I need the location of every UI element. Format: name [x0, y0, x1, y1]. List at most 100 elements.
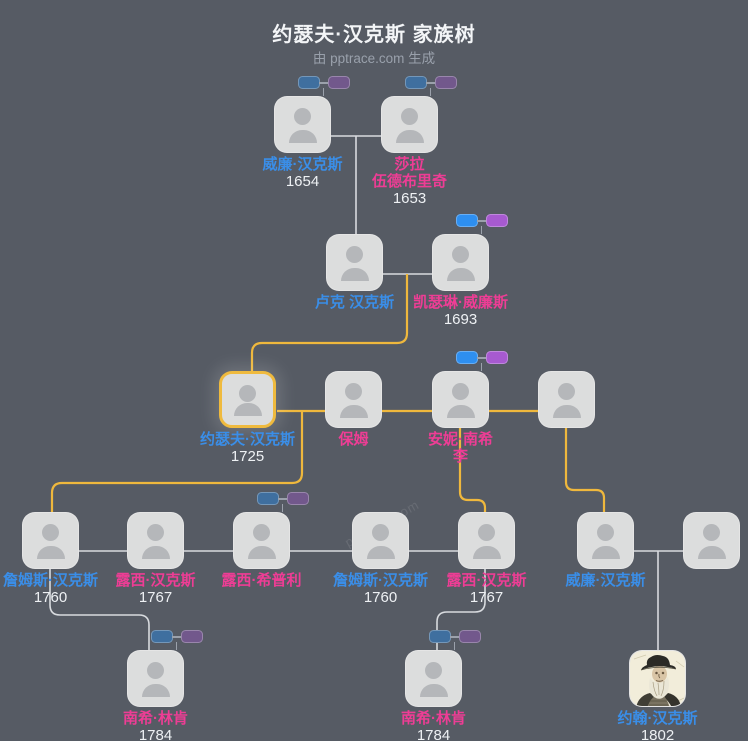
mother-pill-icon[interactable]	[486, 351, 508, 364]
person-box[interactable]	[233, 512, 290, 569]
father-pill-icon[interactable]	[456, 214, 478, 227]
person-silhouette-icon	[288, 130, 317, 143]
parents-indicator[interactable]	[298, 76, 350, 96]
person-silhouette-icon	[294, 108, 311, 125]
pill-drop-line	[281, 504, 284, 512]
father-pill-icon[interactable]	[151, 630, 173, 643]
parents-indicator[interactable]	[456, 214, 508, 234]
page-title: 约瑟夫·汉克斯 家族树	[272, 24, 476, 46]
mother-pill-icon[interactable]	[328, 76, 350, 89]
person-name: 露西·汉克斯	[115, 572, 196, 589]
person-label: 威廉·汉克斯	[526, 572, 686, 589]
person-silhouette-icon	[346, 246, 363, 263]
person-name: 保姆	[338, 431, 369, 448]
person-label: 安妮·南希李	[381, 431, 541, 465]
person-silhouette-icon	[425, 662, 442, 679]
person-birth-year: 1767	[138, 589, 173, 606]
mother-pill-icon[interactable]	[181, 630, 203, 643]
person-silhouette-icon	[372, 524, 389, 541]
pill-link-line	[319, 82, 329, 84]
pill-drop-line	[322, 88, 325, 96]
person-box[interactable]	[127, 512, 184, 569]
connector-line	[564, 428, 606, 512]
person-silhouette-icon	[42, 524, 59, 541]
person-name: 卢克 汉克斯	[314, 294, 395, 311]
father-pill-icon[interactable]	[298, 76, 320, 89]
person-silhouette-icon	[478, 524, 495, 541]
connector-line	[49, 569, 150, 650]
person-silhouette-icon	[339, 405, 368, 418]
connector-line	[436, 569, 486, 650]
pill-drop-line	[429, 88, 432, 96]
person-box[interactable]	[577, 512, 634, 569]
person-silhouette-icon	[697, 546, 726, 559]
person-box[interactable]	[458, 512, 515, 569]
father-pill-icon[interactable]	[429, 630, 451, 643]
person-silhouette-icon	[452, 246, 469, 263]
person-silhouette-icon	[472, 546, 501, 559]
person-name: 露西·希普利	[221, 572, 302, 589]
person-name: 约瑟夫·汉克斯	[200, 431, 295, 448]
parents-indicator[interactable]	[429, 630, 481, 650]
person-birth-year: 1767	[469, 589, 504, 606]
person-silhouette-icon	[401, 108, 418, 125]
person-name-line2: 李	[452, 448, 468, 465]
person-box[interactable]	[326, 234, 383, 291]
mother-pill-icon[interactable]	[486, 214, 508, 227]
person-name: 威廉·汉克斯	[262, 156, 343, 173]
person-box[interactable]	[127, 650, 184, 707]
person-silhouette-icon	[366, 546, 395, 559]
person-box[interactable]	[325, 371, 382, 428]
person-silhouette-icon	[345, 383, 362, 400]
person-silhouette-icon	[247, 546, 276, 559]
person-box[interactable]	[432, 371, 489, 428]
person-box[interactable]	[629, 650, 686, 707]
parents-indicator[interactable]	[257, 492, 309, 512]
person-box-highlighted[interactable]	[219, 371, 276, 428]
person-birth-year: 1693	[443, 311, 478, 328]
pill-link-line	[477, 357, 487, 359]
person-box[interactable]	[381, 96, 438, 153]
pill-link-line	[278, 498, 288, 500]
parents-indicator[interactable]	[456, 351, 508, 371]
person-name: 詹姆斯·汉克斯	[333, 572, 428, 589]
pill-drop-line	[480, 363, 483, 371]
person-silhouette-icon	[395, 130, 424, 143]
person-box[interactable]	[352, 512, 409, 569]
father-pill-icon[interactable]	[257, 492, 279, 505]
person-box[interactable]	[683, 512, 740, 569]
person-label: 保姆	[274, 431, 434, 448]
person-silhouette-icon	[446, 405, 475, 418]
person-birth-year: 1784	[416, 727, 451, 741]
parents-indicator[interactable]	[405, 76, 457, 96]
person-box[interactable]	[432, 234, 489, 291]
person-silhouette-icon	[703, 524, 720, 541]
person-silhouette-icon	[239, 385, 256, 402]
person-box[interactable]	[274, 96, 331, 153]
person-box[interactable]	[405, 650, 462, 707]
person-box[interactable]	[538, 371, 595, 428]
person-name: 威廉·汉克斯	[565, 572, 646, 589]
connector-line	[250, 274, 409, 371]
person-silhouette-icon	[340, 268, 369, 281]
mother-pill-icon[interactable]	[459, 630, 481, 643]
parents-indicator[interactable]	[151, 630, 203, 650]
portrait-engraving	[630, 651, 685, 706]
father-pill-icon[interactable]	[456, 351, 478, 364]
pill-link-line	[477, 220, 487, 222]
mother-pill-icon[interactable]	[287, 492, 309, 505]
person-silhouette-icon	[452, 383, 469, 400]
father-pill-icon[interactable]	[405, 76, 427, 89]
pill-drop-line	[453, 642, 456, 650]
person-box[interactable]	[22, 512, 79, 569]
person-silhouette-icon	[141, 546, 170, 559]
mother-pill-icon[interactable]	[435, 76, 457, 89]
